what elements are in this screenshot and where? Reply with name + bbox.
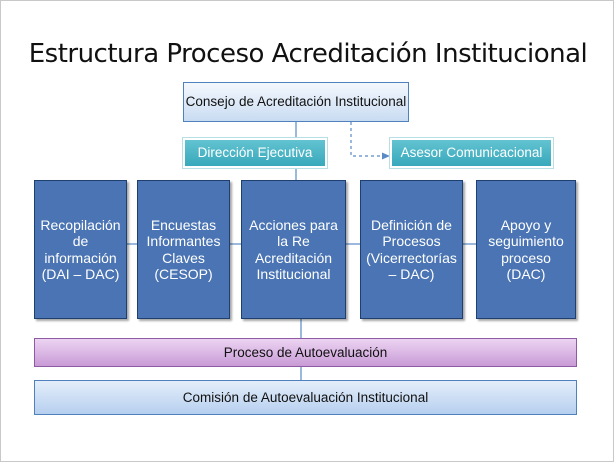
direccion-ejecutiva-label: Dirección Ejecutiva — [197, 145, 313, 161]
diagram-title: Estructura Proceso Acreditación Instituc… — [28, 39, 588, 69]
definicion-procesos-box: Definición de Procesos (Vicerrectorías –… — [360, 180, 463, 319]
acciones-label: Acciones para la Re Acreditación Institu… — [249, 217, 338, 282]
consejo-acreditacion-label: Consejo de Acreditación Institucional — [185, 94, 407, 110]
recopilacion-box: Recopilación de información (DAI – DAC) — [34, 180, 127, 319]
asesor-comunicacional-box: Asesor Comunicacional — [390, 138, 553, 168]
encuestas-box: Encuestas Informantes Claves (CESOP) — [137, 180, 230, 319]
proceso-autoevaluacion-label: Proceso de Autoevaluación — [223, 344, 388, 360]
definicion-procesos-label: Definición de Procesos (Vicerrectorías –… — [366, 217, 457, 282]
dashed-connector-asesor — [350, 122, 381, 157]
asesor-comunicacional-label: Asesor Comunicacional — [400, 145, 543, 161]
apoyo-seguimiento-box: Apoyo y seguimiento proceso (DAC) — [476, 180, 576, 319]
consejo-acreditacion-box: Consejo de Acreditación Institucional — [183, 82, 409, 122]
acciones-box: Acciones para la Re Acreditación Institu… — [241, 180, 346, 319]
apoyo-seguimiento-label: Apoyo y seguimiento proceso (DAC) — [488, 217, 564, 282]
dashed-connector-arrowhead — [382, 152, 390, 160]
encuestas-label: Encuestas Informantes Claves (CESOP) — [146, 217, 221, 282]
proceso-autoevaluacion-bar: Proceso de Autoevaluación — [34, 338, 577, 367]
recopilacion-label: Recopilación de información (DAI – DAC) — [40, 217, 121, 282]
comision-autoevaluacion-bar: Comisión de Autoevaluación Institucional — [34, 380, 577, 415]
comision-autoevaluacion-label: Comisión de Autoevaluación Institucional — [182, 389, 429, 405]
direccion-ejecutiva-box: Dirección Ejecutiva — [183, 138, 327, 168]
